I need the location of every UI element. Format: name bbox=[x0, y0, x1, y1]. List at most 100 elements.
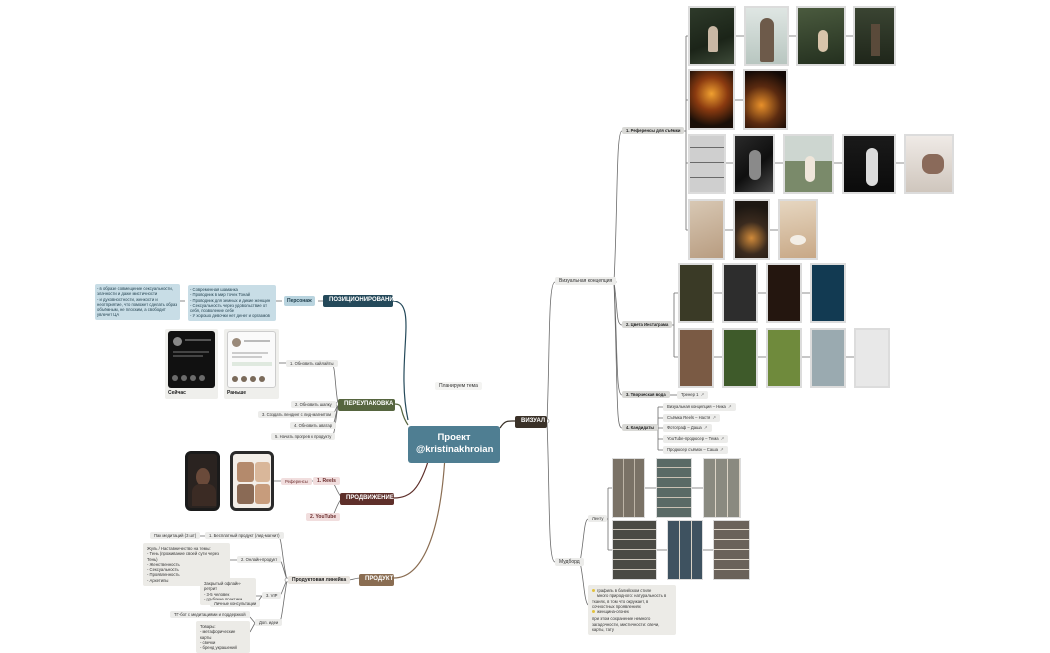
feed-grid[interactable] bbox=[612, 520, 657, 580]
visual-concept-node[interactable]: Визуальная концепция bbox=[555, 277, 617, 286]
profile-now-screenshot bbox=[168, 331, 215, 388]
color-swatch[interactable] bbox=[766, 263, 802, 323]
branch-repack bbox=[393, 403, 409, 426]
product-online[interactable]: 2. Онлайн-продукт bbox=[237, 556, 282, 564]
promotion-node[interactable]: ПРОДВИЖЕНИЕ bbox=[340, 493, 394, 505]
shoot-refs-node[interactable]: 1. Референсы для съёмки bbox=[622, 127, 685, 135]
feed-grid[interactable] bbox=[656, 458, 692, 518]
branch-product bbox=[393, 455, 446, 579]
repack-item-2[interactable]: 2. Обновить шапку bbox=[291, 401, 336, 409]
root-title: Проект bbox=[437, 432, 471, 443]
positioning-node[interactable]: ПОЗИЦИОНИРОВАНИЕ bbox=[323, 295, 398, 307]
team-item-5[interactable]: Продюсер съёмок – Саша↗ bbox=[663, 446, 728, 454]
reference-photo[interactable] bbox=[688, 134, 726, 194]
reels-node[interactable]: 1. Reels bbox=[313, 477, 340, 486]
moodboard-node[interactable]: Мудборд bbox=[555, 558, 584, 567]
persona-node[interactable]: Персонаж bbox=[284, 296, 315, 307]
color-swatch[interactable] bbox=[722, 328, 758, 388]
feed-grid[interactable] bbox=[667, 520, 703, 580]
profile-before-screenshot bbox=[227, 331, 276, 388]
link-icon: ↗ bbox=[720, 436, 725, 441]
repack-item-4[interactable]: 4. Обновить аватар bbox=[290, 422, 337, 430]
link-icon: ↗ bbox=[703, 425, 708, 430]
link-icon: ↗ bbox=[700, 392, 705, 397]
feed-grid[interactable] bbox=[713, 520, 750, 580]
branch-visual bbox=[499, 420, 516, 429]
reference-photo[interactable] bbox=[842, 134, 896, 194]
team-item-3[interactable]: Фотограф – Даша↗ bbox=[663, 424, 712, 432]
link-icon: ↗ bbox=[727, 404, 732, 409]
creative-item[interactable]: Тренер 1↗ bbox=[677, 391, 709, 399]
product-node[interactable]: ПРОДУКТ bbox=[359, 574, 394, 586]
color-swatch[interactable] bbox=[678, 328, 714, 388]
product-extra[interactable]: Доп. идеи bbox=[255, 619, 283, 627]
root-handle: @kristinakhroian bbox=[416, 444, 494, 456]
product-extra-goods[interactable]: Товары: - метафорические карты - свечки … bbox=[196, 621, 250, 653]
reference-photo[interactable] bbox=[743, 69, 788, 130]
references-node[interactable]: Референсы bbox=[281, 478, 312, 486]
creative-item-label: Тренер 1 bbox=[681, 392, 699, 397]
color-swatch[interactable] bbox=[766, 328, 802, 388]
root-topic[interactable]: Проект @kristinakhroian bbox=[408, 426, 500, 463]
team-item-label: YouTube-продюсер – Тема bbox=[667, 436, 719, 441]
youtube-node[interactable]: 2. YouTube bbox=[306, 513, 341, 522]
moodboard-point-3: женщина-огонек bbox=[592, 609, 672, 614]
persona-note[interactable]: - в образе совмещение сексуальности, зла… bbox=[95, 284, 180, 320]
team-item-label: Визуальная концепция – Ника bbox=[667, 404, 726, 409]
reference-photo[interactable] bbox=[796, 6, 846, 66]
team-node[interactable]: 4. Кандидаты bbox=[622, 424, 658, 432]
reference-photo[interactable] bbox=[688, 69, 735, 130]
product-extra-bot[interactable]: ТГ-бот с медитациями и поддержкой bbox=[170, 611, 250, 619]
profile-now-card[interactable]: Сейчас bbox=[165, 329, 218, 399]
reference-photo[interactable] bbox=[733, 134, 775, 194]
avatar bbox=[173, 337, 182, 346]
reference-photo[interactable] bbox=[688, 6, 736, 66]
color-swatch[interactable] bbox=[854, 328, 890, 388]
team-item-2[interactable]: Съёмка Reels – Настя↗ bbox=[663, 414, 721, 422]
insta-colors-node[interactable]: 2. Цвета Инстаграма bbox=[622, 321, 673, 329]
link-icon: ↗ bbox=[719, 447, 724, 452]
reference-photo[interactable] bbox=[688, 199, 725, 260]
reference-photo[interactable] bbox=[904, 134, 954, 194]
color-swatch[interactable] bbox=[810, 328, 846, 388]
repack-item-3[interactable]: 3. Создать лендинг с лид-магнитом bbox=[258, 411, 335, 419]
reference-photo[interactable] bbox=[733, 199, 770, 260]
reference-photo[interactable] bbox=[783, 134, 834, 194]
repack-node[interactable]: ПЕРЕУПАКОВКА bbox=[338, 399, 395, 411]
visual-node[interactable]: ВИЗУАЛ bbox=[515, 416, 547, 428]
product-free[interactable]: 1. Бесплатный продукт (лид-магнит) bbox=[205, 532, 284, 540]
moodboard-note-tail: при этом сохранение немного загадочности… bbox=[592, 616, 660, 632]
color-swatch[interactable] bbox=[722, 263, 758, 323]
profile-before-caption: Раньше bbox=[227, 390, 247, 396]
product-vip-consult[interactable]: Личные консультации bbox=[210, 600, 261, 608]
color-swatch[interactable] bbox=[678, 263, 714, 323]
team-item-label: Продюсер съёмок – Саша bbox=[667, 447, 718, 452]
creative-node[interactable]: 3. Творческая вода bbox=[622, 391, 670, 399]
product-online-detail[interactable]: Жуль / Наставничество на темы: - Тень (п… bbox=[143, 543, 230, 586]
persona-points[interactable]: - Современная шаманка - Проводник в мир … bbox=[188, 285, 276, 321]
team-item-1[interactable]: Визуальная концепция – Ника↗ bbox=[663, 403, 736, 411]
color-swatch[interactable] bbox=[810, 263, 846, 323]
profile-before-card[interactable]: Раньше bbox=[224, 329, 279, 399]
feed-grid[interactable] bbox=[612, 458, 645, 518]
profile-now-caption: Сейчас bbox=[168, 390, 186, 396]
team-item-4[interactable]: YouTube-продюсер – Тема↗ bbox=[663, 435, 729, 443]
moodboard-point-1: графиль в балийском стиле bbox=[592, 588, 672, 593]
repack-item-5[interactable]: 5. Начать прогрев к продукту bbox=[271, 433, 336, 441]
product-free-detail[interactable]: Пак медитаций (3 шт) bbox=[150, 532, 201, 540]
repack-item-1[interactable]: 1. Обновить хайлайты bbox=[286, 360, 338, 368]
product-line-node[interactable]: Продуктовая линейка bbox=[288, 576, 351, 585]
reference-photo[interactable] bbox=[744, 6, 789, 66]
reference-photo[interactable] bbox=[853, 6, 896, 66]
feed-grid[interactable] bbox=[703, 458, 741, 518]
branch-promotion bbox=[393, 454, 431, 499]
product-vip[interactable]: 3. VIP bbox=[262, 592, 282, 600]
reference-photo[interactable] bbox=[778, 199, 818, 260]
reels-video-1[interactable] bbox=[185, 451, 220, 511]
team-item-label: Съёмка Reels – Настя bbox=[667, 415, 711, 420]
branch-caption[interactable]: Планируем тема bbox=[435, 382, 482, 391]
reels-video-2[interactable] bbox=[230, 451, 274, 511]
feed-node[interactable]: Ленту bbox=[588, 515, 608, 523]
team-item-label: Фотограф – Даша bbox=[667, 425, 702, 430]
moodboard-note[interactable]: графиль в балийском стиле много природно… bbox=[588, 585, 676, 635]
